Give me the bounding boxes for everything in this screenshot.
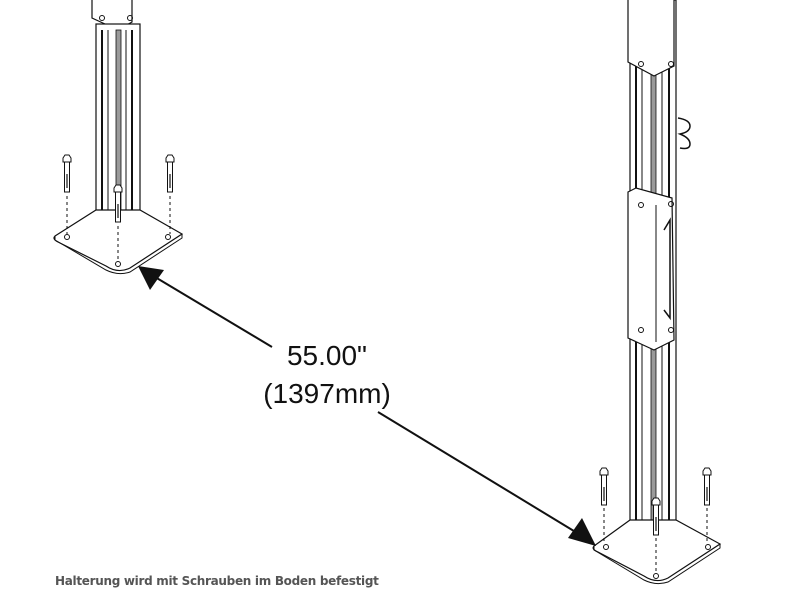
dimension-arrows	[138, 266, 596, 546]
caption: Halterung wird mit Schrauben im Boden be…	[55, 574, 379, 588]
dimension-imperial: 55.00"	[286, 340, 367, 371]
left-post	[91, 0, 141, 249]
dimension-metric: (1397mm)	[263, 378, 391, 409]
anchor-bolt-icon	[599, 467, 712, 574]
right-base-plate	[592, 519, 722, 585]
right-post	[627, 0, 691, 549]
anchor-bolt-icon	[62, 154, 175, 262]
